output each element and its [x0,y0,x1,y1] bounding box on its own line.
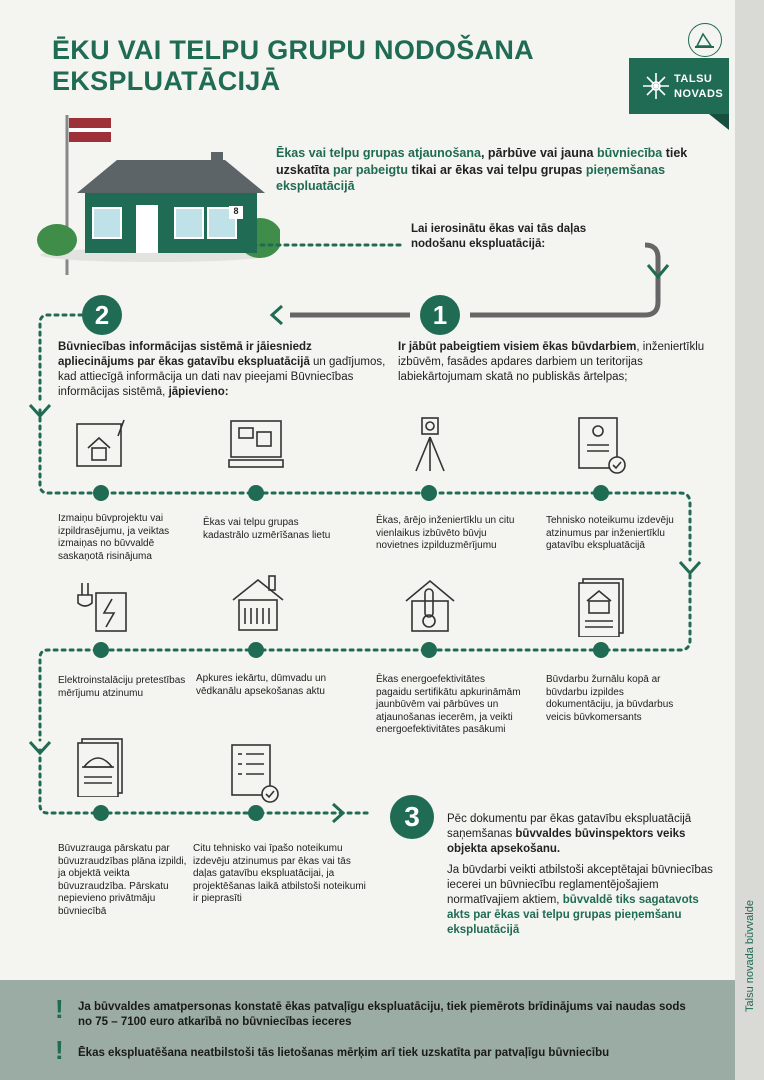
step-1-badge: 1 [420,295,460,335]
logo [629,58,729,130]
thermometer-house-icon [405,579,455,632]
step-3-badge: 3 [390,795,434,839]
cadastral-plan-icon [228,420,284,468]
construction-icon [688,23,722,57]
warning-icon: ! [55,1035,64,1065]
item-label: Tehnisko noteikumu izdevēju atzinumus pa… [546,515,674,551]
item-label: Būvdarbu žurnālu kopā ar būvdarbu izpild… [546,674,674,723]
checklist-icon [231,744,279,803]
item-label: Apkures iekārtu, dūmvadu un vēdkanālu ap… [196,673,327,697]
sidebar-strip [735,0,764,1080]
item-label: Elektroinstalāciju pretestības mērījumu … [58,675,186,699]
logo-text: TALSU NOVADS [674,73,724,100]
item-label: Ēkas, ārējo inženiertīklu un citu vienla… [376,515,515,551]
item-label: Ēkas vai telpu grupas kadastrālo uzmērīš… [203,517,331,541]
blueprint-house-icon [76,419,125,467]
item-label: Būvuzrauga pārskatu par būvuzraudzības p… [58,843,187,917]
heating-house-icon [232,575,284,631]
sidebar-label: Talsu novada būvvalde [744,900,756,1012]
construction-log-icon [578,578,624,637]
step-2-text: Būvniecības informācijas sistēmā ir jāie… [58,341,386,398]
intro-text: Ēkas vai telpu grupas atjaunošana, pārbū… [276,146,688,193]
warning-text: Ēkas ekspluatēšana neatbilstoši tās liet… [78,1047,610,1059]
electrical-plug-icon [77,583,127,632]
warning-panel [0,980,735,1080]
hardhat-document-icon [77,738,123,797]
step-3-text: Pēc dokumentu par ēkas gatavību ekspluat… [447,813,713,936]
surveying-tripod-icon [415,417,445,472]
start-instruction: Lai ierosinātu ēkas vai tās daļas nodoša… [411,223,587,250]
warning-text: Ja būvvaldes amatpersonas konstatē ēkas … [78,1001,686,1028]
item-label: Ēkas energoefektivitātes pagaidu sertifi… [376,674,521,735]
flow-path [28,242,702,824]
certificate-gear-icon [578,417,626,474]
house-illustration [37,115,280,275]
step-1-text: Ir jābūt pabeigtiem visiem ēkas būvdarbi… [398,341,705,383]
warning-icon: ! [55,994,64,1024]
item-label: Izmaiņu būvprojektu vai izpildrasējumu, … [58,513,170,562]
page-title: ĒKU VAI TELPU GRUPU NODOŠANA EKSPLUATĀCI… [52,35,533,96]
item-label: Citu tehnisko vai īpašo noteikumu izdevē… [193,843,366,904]
house-number: 8 [233,206,239,216]
step-2-badge: 2 [82,295,122,335]
